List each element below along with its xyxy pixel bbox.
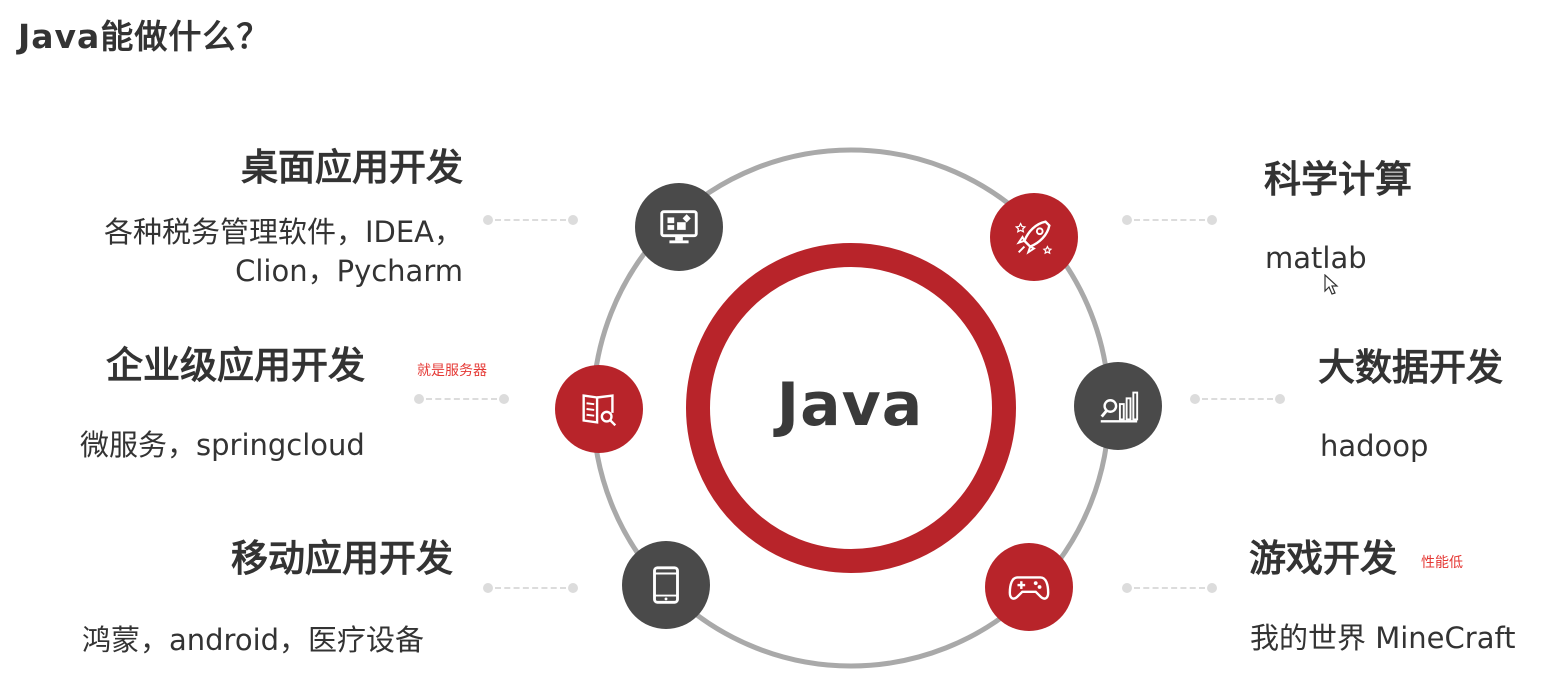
bigdata-desc: hadoop (1320, 429, 1429, 463)
enterprise-title: 企业级应用开发 (106, 344, 365, 387)
page-title: Java能做什么？ (18, 17, 271, 56)
desktop-icon-circle (635, 183, 723, 271)
mobile-connector (483, 582, 578, 594)
game-title: 游戏开发 (1249, 537, 1397, 580)
monitor-icon (660, 210, 698, 244)
mouse-cursor-icon (1324, 274, 1339, 295)
rocket-icon (1014, 220, 1053, 255)
mobile-title: 移动应用开发 (231, 537, 453, 580)
desktop-connector (483, 214, 578, 226)
game-icon-circle (985, 543, 1073, 631)
bigdata-connector (1190, 393, 1285, 405)
tablet-icon (653, 566, 679, 604)
bigdata-title: 大数据开发 (1318, 346, 1503, 389)
chart-search-icon (1100, 391, 1139, 423)
science-title: 科学计算 (1264, 158, 1412, 201)
desktop-title: 桌面应用开发 (241, 146, 463, 189)
enterprise-note: 就是服务器 (417, 363, 487, 379)
enterprise-connector (414, 393, 509, 405)
enterprise-desc: 微服务，springcloud (80, 428, 365, 462)
center-label: Java (776, 370, 924, 440)
enterprise-icon-circle (555, 365, 643, 453)
game-note: 性能低 (1421, 555, 1463, 571)
book-search-icon (582, 394, 617, 427)
science-desc: matlab (1265, 241, 1367, 275)
mobile-desc: 鸿蒙，android，医疗设备 (82, 623, 425, 657)
desktop-desc-line1: 各种税务管理软件，IDEA， (103, 215, 463, 249)
mobile-icon-circle (622, 541, 710, 629)
gamepad-icon (1008, 576, 1050, 600)
science-connector (1122, 214, 1217, 226)
game-desc: 我的世界 MineCraft (1250, 621, 1516, 655)
bigdata-icon-circle (1074, 362, 1162, 450)
inner-ring (686, 243, 1016, 573)
desktop-desc-line2: Clion，Pycharm (235, 254, 463, 288)
science-icon-circle (990, 193, 1078, 281)
game-connector (1122, 582, 1217, 594)
